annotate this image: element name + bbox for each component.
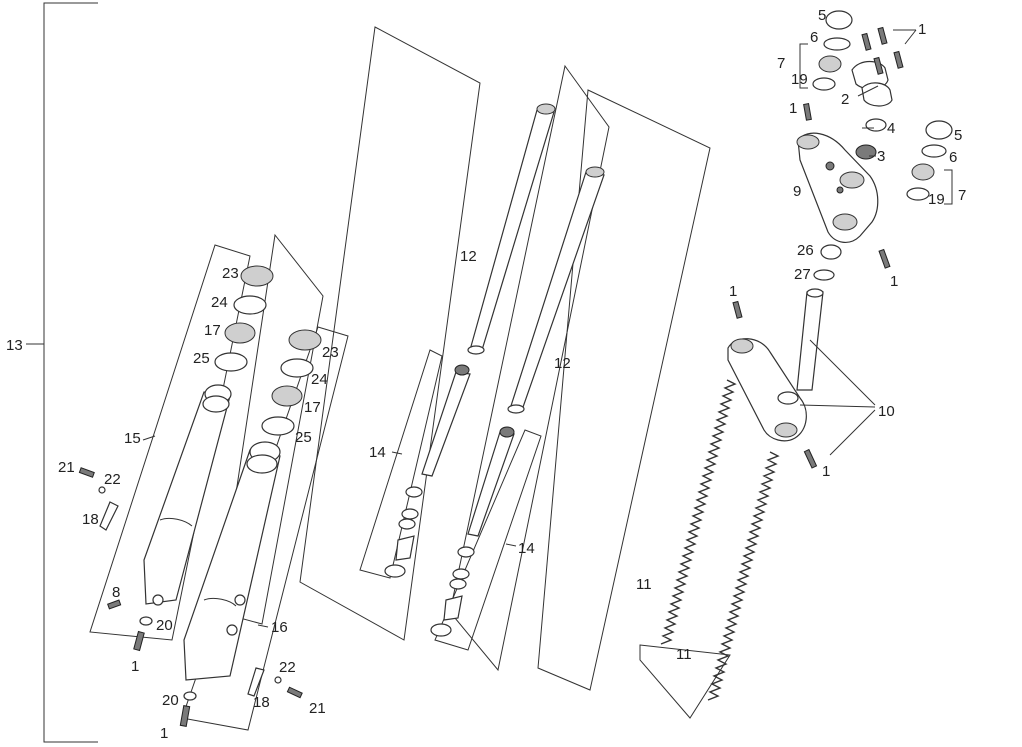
fork-spring-left	[660, 379, 737, 645]
leg-hardware	[78, 467, 303, 727]
callout-24: 24	[211, 294, 228, 311]
callout-3: 3	[877, 148, 885, 165]
callout-23: 23	[322, 344, 339, 361]
callout-11: 11	[676, 646, 692, 663]
callout-25: 25	[295, 429, 312, 446]
callout-21: 21	[309, 700, 326, 717]
seal-stack-left	[214, 265, 274, 372]
callout-9: 9	[793, 183, 801, 200]
upper-triple-clamp	[796, 132, 879, 243]
fork-tube-left	[467, 103, 556, 355]
callout-13: 13	[6, 337, 23, 354]
callout-23: 23	[222, 265, 239, 282]
callout-22: 22	[104, 471, 121, 488]
callout-26: 26	[797, 242, 814, 259]
callout-12: 12	[460, 248, 477, 265]
callout-1: 1	[890, 273, 898, 290]
damper-cartridge-left	[384, 364, 471, 578]
callout-1: 1	[729, 283, 737, 300]
damper-cartridge-right	[430, 426, 515, 637]
callout-24: 24	[311, 371, 328, 388]
callout-17: 17	[304, 399, 321, 416]
callout-5: 5	[954, 127, 962, 144]
callout-8: 8	[112, 584, 120, 601]
callout-12: 12	[554, 355, 571, 372]
fork-tube-right	[507, 166, 605, 414]
callout-27: 27	[794, 266, 811, 283]
callout-18: 18	[82, 511, 99, 528]
callout-2: 2	[841, 91, 849, 108]
callout-7: 7	[958, 187, 966, 204]
callout-labels: 13 5 6 7 19 1 2 1 4 3 5 6 7 19 9 26 27 1…	[6, 7, 966, 742]
callout-16: 16	[271, 619, 288, 636]
callout-20: 20	[162, 692, 179, 709]
callout-1: 1	[160, 725, 168, 742]
callout-1: 1	[789, 100, 797, 117]
seal-stack-right	[261, 329, 322, 436]
callout-1: 1	[131, 658, 139, 675]
callout-14: 14	[518, 540, 535, 557]
callout-22: 22	[279, 659, 296, 676]
callout-6: 6	[810, 29, 818, 46]
assembly-bracket	[26, 2, 98, 743]
fork-leg-left	[143, 384, 232, 606]
fork-spring-right	[707, 451, 780, 701]
callout-17: 17	[204, 322, 221, 339]
callout-19: 19	[791, 71, 808, 88]
callout-15: 15	[124, 430, 141, 447]
callout-6: 6	[949, 149, 957, 166]
leader-lines	[142, 29, 953, 628]
fork-leg-right	[183, 441, 281, 681]
callout-14: 14	[369, 444, 386, 461]
callout-1: 1	[822, 463, 830, 480]
callout-19: 19	[928, 191, 945, 208]
callout-21: 21	[58, 459, 75, 476]
lower-triple-clamp	[727, 288, 876, 456]
callout-25: 25	[193, 350, 210, 367]
callout-20: 20	[156, 617, 173, 634]
callout-18: 18	[253, 694, 270, 711]
callout-7: 7	[777, 55, 785, 72]
callout-11: 11	[636, 576, 652, 593]
callout-10: 10	[878, 403, 895, 420]
callout-4: 4	[887, 120, 895, 137]
callout-5: 5	[818, 7, 826, 24]
grouping-outlines	[89, 26, 731, 731]
callout-1: 1	[918, 21, 926, 38]
